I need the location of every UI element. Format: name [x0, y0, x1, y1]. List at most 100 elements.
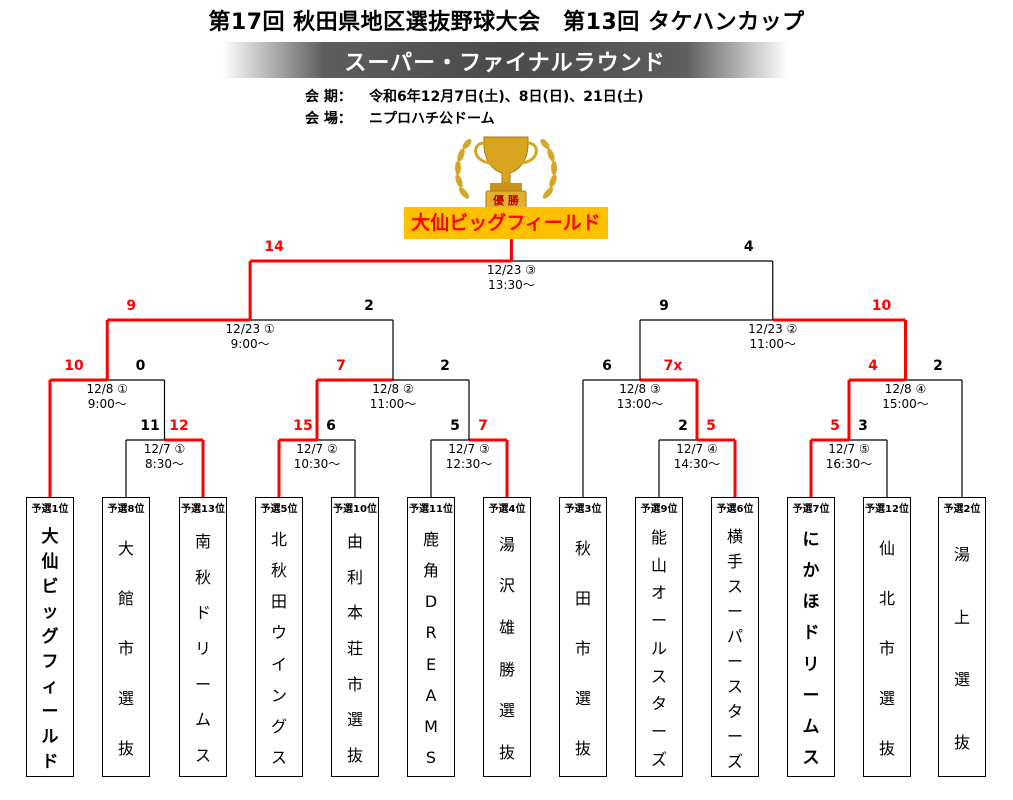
- score-right: 2: [440, 358, 450, 374]
- team-name-char: ー: [650, 722, 667, 742]
- team-name-char: フ: [41, 651, 59, 672]
- team-name-char: ス: [270, 748, 287, 768]
- team-name: 湯沢雄勝選抜: [484, 524, 530, 774]
- team-name-char: イ: [270, 654, 287, 674]
- team-seed: 予選11位: [409, 504, 453, 515]
- team-name-char: ド: [194, 603, 211, 623]
- team-name-char: ド: [41, 751, 59, 772]
- team-box: 予選1位大仙ビッグフィールド: [26, 497, 74, 777]
- team-name-char: リ: [802, 654, 820, 675]
- team-box: 予選12位仙北市選抜: [863, 497, 911, 777]
- round-banner: スーパー・ファイナルラウンド: [222, 42, 788, 78]
- team-name-char: 山: [650, 555, 667, 575]
- team-name-char: 館: [117, 589, 134, 608]
- score-right: 7x: [663, 358, 683, 374]
- match-time: 11:00〜: [369, 397, 417, 411]
- score-left: 10: [64, 358, 84, 374]
- team-seed: 予選4位: [488, 504, 526, 515]
- team-name-char: 能: [650, 527, 667, 547]
- team-name-char: 田: [270, 592, 287, 612]
- team-name-char: ィ: [41, 676, 59, 697]
- team-name-char: 市: [574, 639, 591, 658]
- team-name: 北秋田ウイングス: [256, 524, 302, 774]
- match-date: 12/23 ①: [225, 322, 275, 336]
- team-name-char: 湯: [953, 545, 970, 565]
- team-name: 能山オールスターズ: [636, 524, 682, 774]
- score-left: 15: [293, 418, 313, 434]
- match-time: 15:00〜: [882, 397, 929, 411]
- team-name-char: ッ: [41, 601, 59, 622]
- match-date: 12/8 ③: [619, 382, 661, 396]
- team-name: にかほドリームス: [788, 524, 834, 774]
- score-right: 2: [364, 298, 374, 314]
- team-name-char: 横: [726, 526, 743, 546]
- team-name-char: 本: [346, 603, 363, 623]
- team-name-char: ン: [270, 685, 287, 705]
- team-name-char: 市: [346, 674, 363, 694]
- team-name-char: 北: [270, 529, 287, 549]
- team-name-char: E: [425, 654, 437, 674]
- match-time: 12:30〜: [445, 457, 493, 471]
- team-seed: 予選2位: [943, 504, 981, 515]
- team-name-char: ー: [194, 674, 211, 694]
- match-date: 12/7 ④: [676, 442, 718, 456]
- team-name: 秋田市選抜: [560, 524, 606, 774]
- team-name-char: タ: [726, 701, 743, 721]
- team-name: 仙北市選抜: [864, 524, 910, 774]
- score-right: 2: [933, 358, 943, 374]
- team-name-char: 選: [498, 701, 515, 721]
- match-date: 12/23 ②: [748, 322, 798, 336]
- match-date: 12/7 ②: [296, 442, 338, 456]
- score-right: 5: [706, 418, 716, 434]
- laurel-left: [455, 139, 472, 199]
- match-date: 12/8 ②: [372, 382, 414, 396]
- team-name-char: パ: [726, 626, 743, 646]
- team-seed: 予選12位: [865, 504, 909, 515]
- team-name-char: 由: [346, 531, 363, 551]
- team-box: 予選8位大館市選抜: [102, 497, 150, 777]
- score-left: 9: [126, 298, 137, 314]
- trophy-label: 優 勝: [492, 193, 520, 207]
- score-right: 12: [169, 418, 189, 434]
- team-seed: 予選7位: [792, 504, 830, 515]
- team-name-char: 選: [117, 689, 134, 708]
- team-name-char: 手: [726, 551, 743, 571]
- team-name-char: ー: [41, 701, 59, 722]
- champion-name: 大仙ビッグフィールド: [404, 207, 608, 239]
- match-date: 12/8 ④: [884, 382, 927, 396]
- team-name-char: ル: [650, 638, 667, 658]
- team-name-char: 抜: [498, 743, 515, 763]
- match-time: 8:30〜: [145, 457, 184, 471]
- team-seed: 予選9位: [640, 504, 678, 515]
- team-name: 由利本荘市選抜: [332, 524, 378, 774]
- team-name-char: 北: [878, 589, 895, 608]
- team-name-char: 勝: [498, 659, 515, 679]
- team-name-char: 抜: [878, 739, 895, 758]
- team-box: 予選13位南秋ドリームス: [179, 497, 227, 777]
- team-name-char: ル: [41, 726, 59, 747]
- team-name-char: R: [425, 623, 437, 643]
- team-name-char: S: [425, 748, 437, 768]
- score-left: 7: [336, 358, 346, 374]
- match-time: 14:30〜: [673, 457, 721, 471]
- score-left: 6: [602, 358, 612, 374]
- team-seed: 予選10位: [333, 504, 377, 515]
- team-name-char: 利: [346, 567, 363, 587]
- team-name: 大館市選抜: [103, 524, 149, 774]
- team-name-char: ス: [650, 666, 667, 686]
- team-name-char: ー: [726, 726, 743, 746]
- team-seed: 予選13位: [181, 504, 225, 515]
- team-name-char: ほ: [802, 592, 820, 613]
- team-name-char: 抜: [346, 746, 363, 766]
- team-name-char: グ: [270, 717, 287, 737]
- team-name-char: ズ: [726, 751, 743, 771]
- match-time: 9:00〜: [230, 337, 270, 351]
- team-name-char: ス: [802, 748, 820, 769]
- team-name-char: ー: [650, 611, 667, 631]
- team-name-char: グ: [41, 626, 59, 647]
- period-value: 令和6年12月7日(土)、8日(日)、21日(土): [369, 89, 644, 105]
